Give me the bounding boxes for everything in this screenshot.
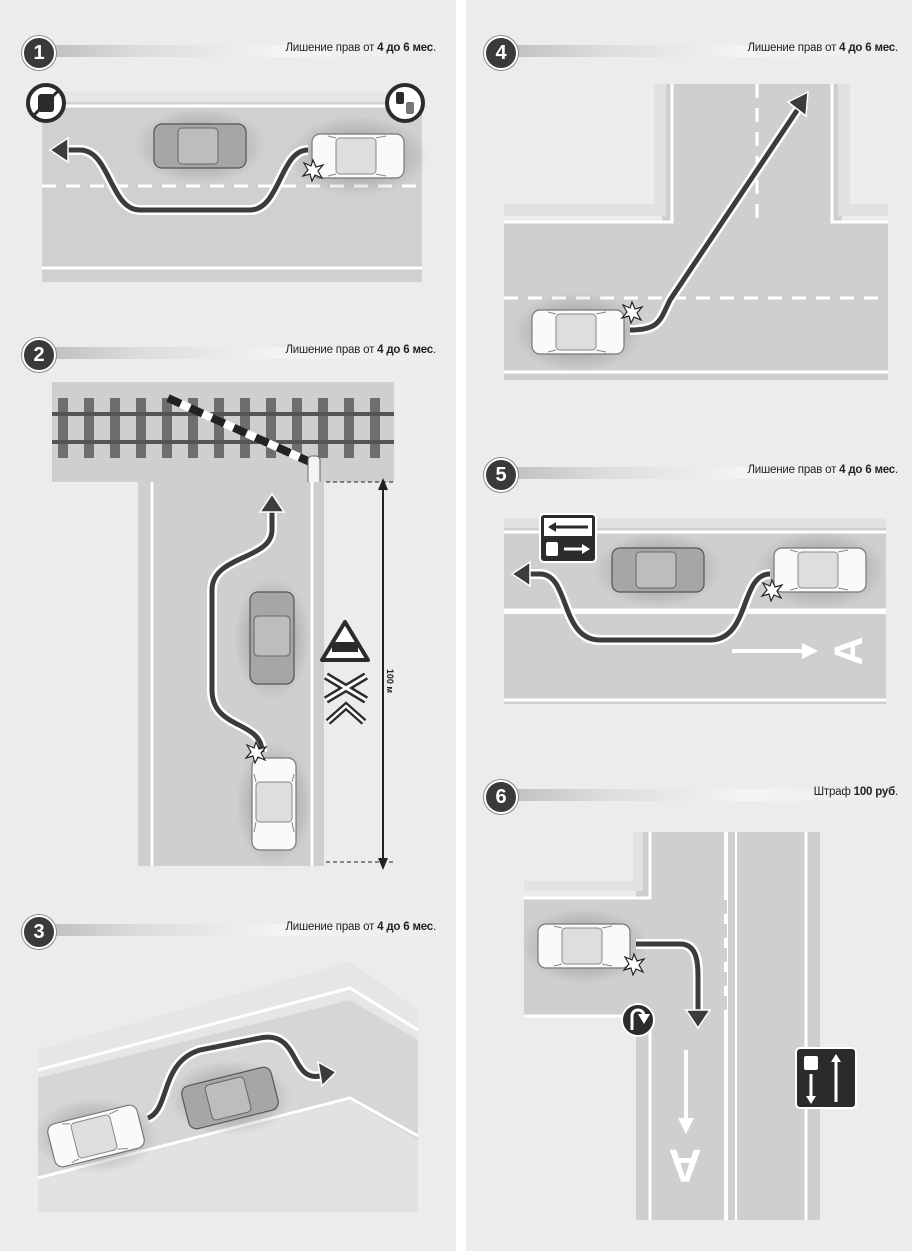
- panel-number: 2: [22, 338, 56, 372]
- penalty-text: Лишение прав от 4 до 6 мес.: [747, 464, 898, 476]
- panel-5-header: 5 Лишение прав от 4 до 6 мес.: [484, 458, 904, 492]
- panel-1-header: 1 Лишение прав от 4 до 6 мес.: [22, 36, 442, 70]
- penalty-text: Лишение прав от 4 до 6 мес.: [285, 42, 436, 54]
- panel-2-scene: [52, 382, 396, 870]
- panel-number: 5: [484, 458, 518, 492]
- penalty-text: Штраф 100 руб.: [813, 786, 899, 798]
- penalty-text: Лишение прав от 4 до 6 мес.: [285, 344, 436, 356]
- panel-1-scene: [26, 83, 428, 282]
- lane-letter-bus: А: [668, 1140, 702, 1192]
- panel-number: 3: [22, 915, 56, 949]
- panel-6-header: 6 Штраф 100 руб.: [484, 780, 904, 814]
- panel-number: 6: [484, 780, 518, 814]
- penalty-text: Лишение прав от 4 до 6 мес.: [747, 42, 898, 54]
- panel-3-scene: [34, 962, 419, 1212]
- panel-3-header: 3 Лишение прав от 4 до 6 мес.: [22, 915, 442, 949]
- panel-2-header: 2 Лишение прав от 4 до 6 мес.: [22, 338, 442, 372]
- panel-4-header: 4 Лишение прав от 4 до 6 мес.: [484, 36, 904, 70]
- panel-4-scene: [504, 84, 888, 380]
- panel-number: 1: [22, 36, 56, 70]
- panel-5-scene: [504, 513, 886, 704]
- panel-number: 4: [484, 36, 518, 70]
- penalty-text: Лишение прав от 4 до 6 мес.: [285, 921, 436, 933]
